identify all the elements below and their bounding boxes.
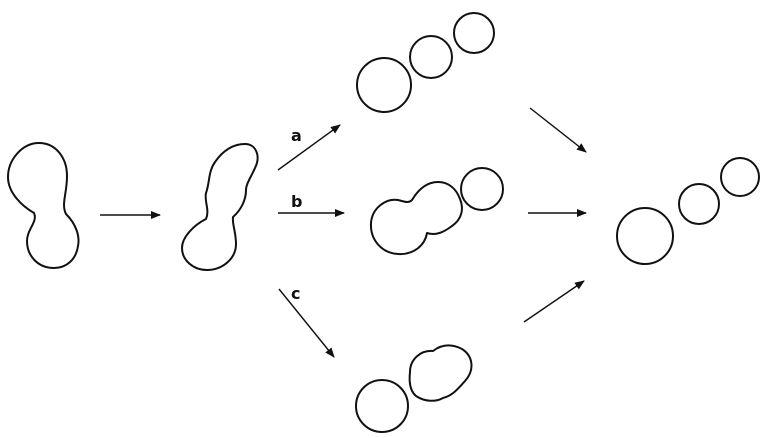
fragment-small — [453, 12, 495, 54]
final-fragment-small — [720, 157, 760, 197]
necked-elongated-shape — [181, 143, 259, 271]
final-three-fragments — [616, 157, 760, 265]
path-b-necked-fragments — [369, 181, 463, 256]
arrow-a-to-final — [529, 107, 587, 153]
path-label-a: a — [291, 126, 302, 145]
path-label-b: b — [291, 192, 302, 211]
path-a-three-fragments — [356, 12, 495, 113]
fragment-medium — [409, 35, 453, 79]
path-c-elongated-fragment — [408, 344, 473, 402]
fragment-large — [356, 57, 412, 113]
final-fragment-medium — [678, 183, 720, 225]
initial-dumbbell-shape — [7, 142, 80, 269]
path-b-small-fragment — [460, 167, 504, 211]
path-label-c: c — [291, 284, 300, 303]
final-fragment-large — [616, 207, 674, 265]
arrow-path-c — [278, 288, 335, 358]
arrow-path-a — [277, 124, 341, 171]
path-c-large-fragment — [355, 379, 409, 433]
arrow-c-to-final — [523, 280, 585, 323]
